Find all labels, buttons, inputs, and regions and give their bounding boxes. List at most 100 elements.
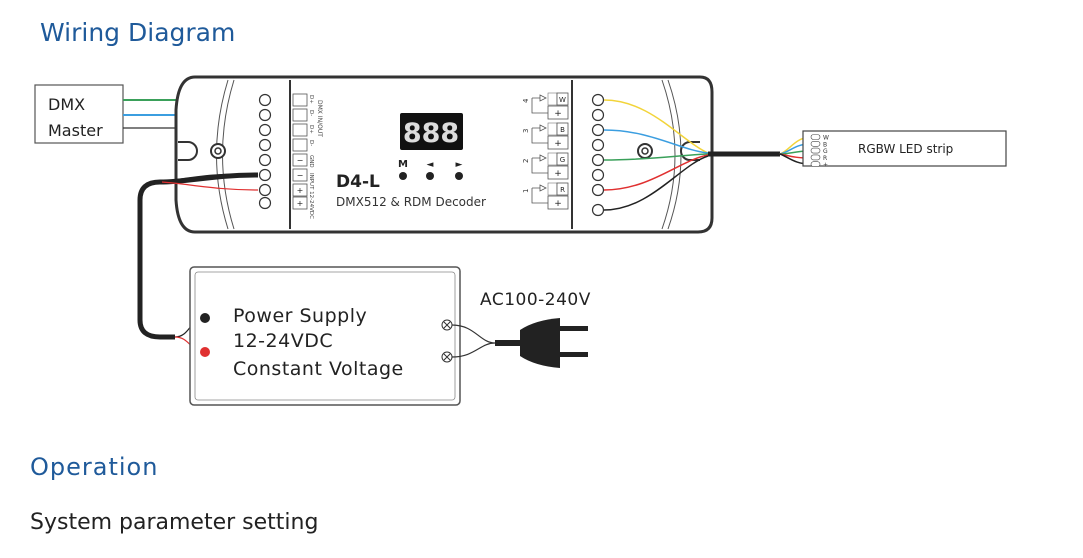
channel-plus-box — [547, 195, 569, 210]
channel-color-box — [556, 92, 569, 106]
section-title-wiring-diagram: Wiring Diagram — [40, 18, 236, 47]
input-terminal-hole — [258, 168, 272, 182]
channel-color-label: G — [560, 156, 565, 164]
channel-mark-box — [547, 182, 558, 196]
output-terminal-hole — [591, 108, 605, 122]
input-terminal-hole — [258, 183, 272, 197]
input-terminal-box — [292, 153, 308, 167]
led-strip-pin — [810, 154, 821, 161]
button-m-label: M — [398, 159, 408, 170]
input-label: D+ — [308, 95, 314, 104]
control-buttons: M ◄ ► — [398, 159, 463, 180]
output-terminal-hole — [591, 123, 605, 137]
screw-right-icon — [637, 143, 653, 159]
led-display: 888 — [400, 113, 463, 150]
input-terminal-hole — [258, 108, 272, 122]
output-wires — [603, 99, 811, 211]
channel-plus-label: + — [554, 109, 562, 119]
channel-plus-label: + — [554, 139, 562, 149]
ac-voltage-label: AC100-240V — [480, 290, 591, 310]
channel-color-box — [556, 182, 569, 196]
dmx-in-out-label: DMX IN/OUT — [316, 100, 323, 137]
led-strip-pin — [810, 161, 821, 167]
channel-color-label: B — [560, 126, 565, 134]
led-strip-pin — [810, 141, 821, 147]
input-label: GND — [308, 155, 314, 168]
channel-plus-box — [547, 105, 569, 120]
input-terminal-box — [292, 108, 308, 122]
subsection-system-parameter-setting: System parameter setting — [30, 510, 319, 535]
channel-mark-box — [547, 122, 558, 136]
dmx-master-label-1: DMX — [48, 95, 85, 114]
channel-connector-line — [531, 97, 548, 114]
input-terminal-box — [292, 168, 308, 182]
section-title-operation: Operation — [30, 453, 159, 481]
channel-connector-line — [531, 157, 548, 174]
channel-plus-label: + — [554, 169, 562, 179]
led-strip-pin-label: G — [823, 148, 828, 155]
input-label: D- — [308, 110, 314, 116]
input-terminal-sign: − — [297, 171, 304, 180]
button-right-label: ► — [456, 160, 463, 170]
channel-plus-label: + — [554, 199, 562, 209]
button-left[interactable] — [426, 172, 434, 180]
input-terminal-hole — [258, 196, 272, 210]
led-diode-icon — [539, 94, 547, 102]
device-subtitle: DMX512 & RDM Decoder — [336, 195, 486, 209]
input-terminal-hole — [258, 153, 272, 167]
channel-number: 4 — [522, 98, 530, 103]
channel-mark-box — [547, 92, 558, 106]
input-label: D- — [308, 140, 314, 146]
input-terminal-sign: + — [297, 186, 304, 195]
led-diode-icon — [539, 154, 547, 162]
input-terminal-sign: + — [297, 199, 304, 208]
led-diode-icon — [539, 124, 547, 132]
output-terminal-hole — [591, 93, 605, 107]
dmx-master: DMX Master — [34, 84, 124, 144]
channel-color-label: W — [559, 96, 566, 104]
ac-plug-icon — [451, 318, 588, 368]
input-label: D+ — [308, 125, 314, 134]
power-supply-line2: 12-24VDC — [233, 330, 333, 352]
power-supply-line1: Power Supply — [233, 305, 367, 327]
mounting-slot-left — [178, 141, 198, 161]
display-digits: 888 — [403, 118, 459, 149]
input-terminal-hole — [258, 93, 272, 107]
output-terminal-hole — [591, 168, 605, 182]
channel-number: 2 — [522, 159, 530, 163]
dmx-master-label-2: Master — [48, 121, 103, 140]
channel-number: 3 — [522, 129, 530, 133]
output-terminals — [591, 93, 605, 217]
output-terminal-hole — [591, 138, 605, 152]
output-terminal-hole — [591, 183, 605, 197]
output-terminal-hole — [591, 203, 605, 217]
button-right[interactable] — [455, 172, 463, 180]
led-diode-icon — [539, 184, 547, 192]
channel-plus-box — [547, 135, 569, 150]
input-terminal-hole — [258, 123, 272, 137]
channel-connector-line — [531, 127, 548, 144]
channel-color-box — [556, 122, 569, 136]
positive-terminal-icon — [200, 347, 210, 357]
led-strip-pin-label: + — [823, 162, 828, 169]
channel-color-box — [556, 152, 569, 166]
decoder-body — [174, 75, 714, 234]
channel-mark-box — [547, 152, 558, 166]
channel-color-label: R — [560, 186, 565, 194]
power-supply-line3: Constant Voltage — [233, 358, 404, 380]
input-terminal-box — [292, 138, 308, 152]
model-name: D4-L — [336, 172, 380, 192]
screw-left-icon — [210, 143, 226, 159]
button-left-label: ◄ — [427, 160, 434, 170]
channel-connector-line — [531, 187, 548, 204]
button-m[interactable] — [399, 172, 407, 180]
led-strip-pin — [810, 134, 821, 140]
input-terminal-box — [292, 123, 308, 137]
input-label: INPUT 12-24VDC — [308, 173, 314, 219]
led-strip-pin-label: B — [823, 141, 827, 148]
input-terminal-box — [292, 93, 308, 107]
